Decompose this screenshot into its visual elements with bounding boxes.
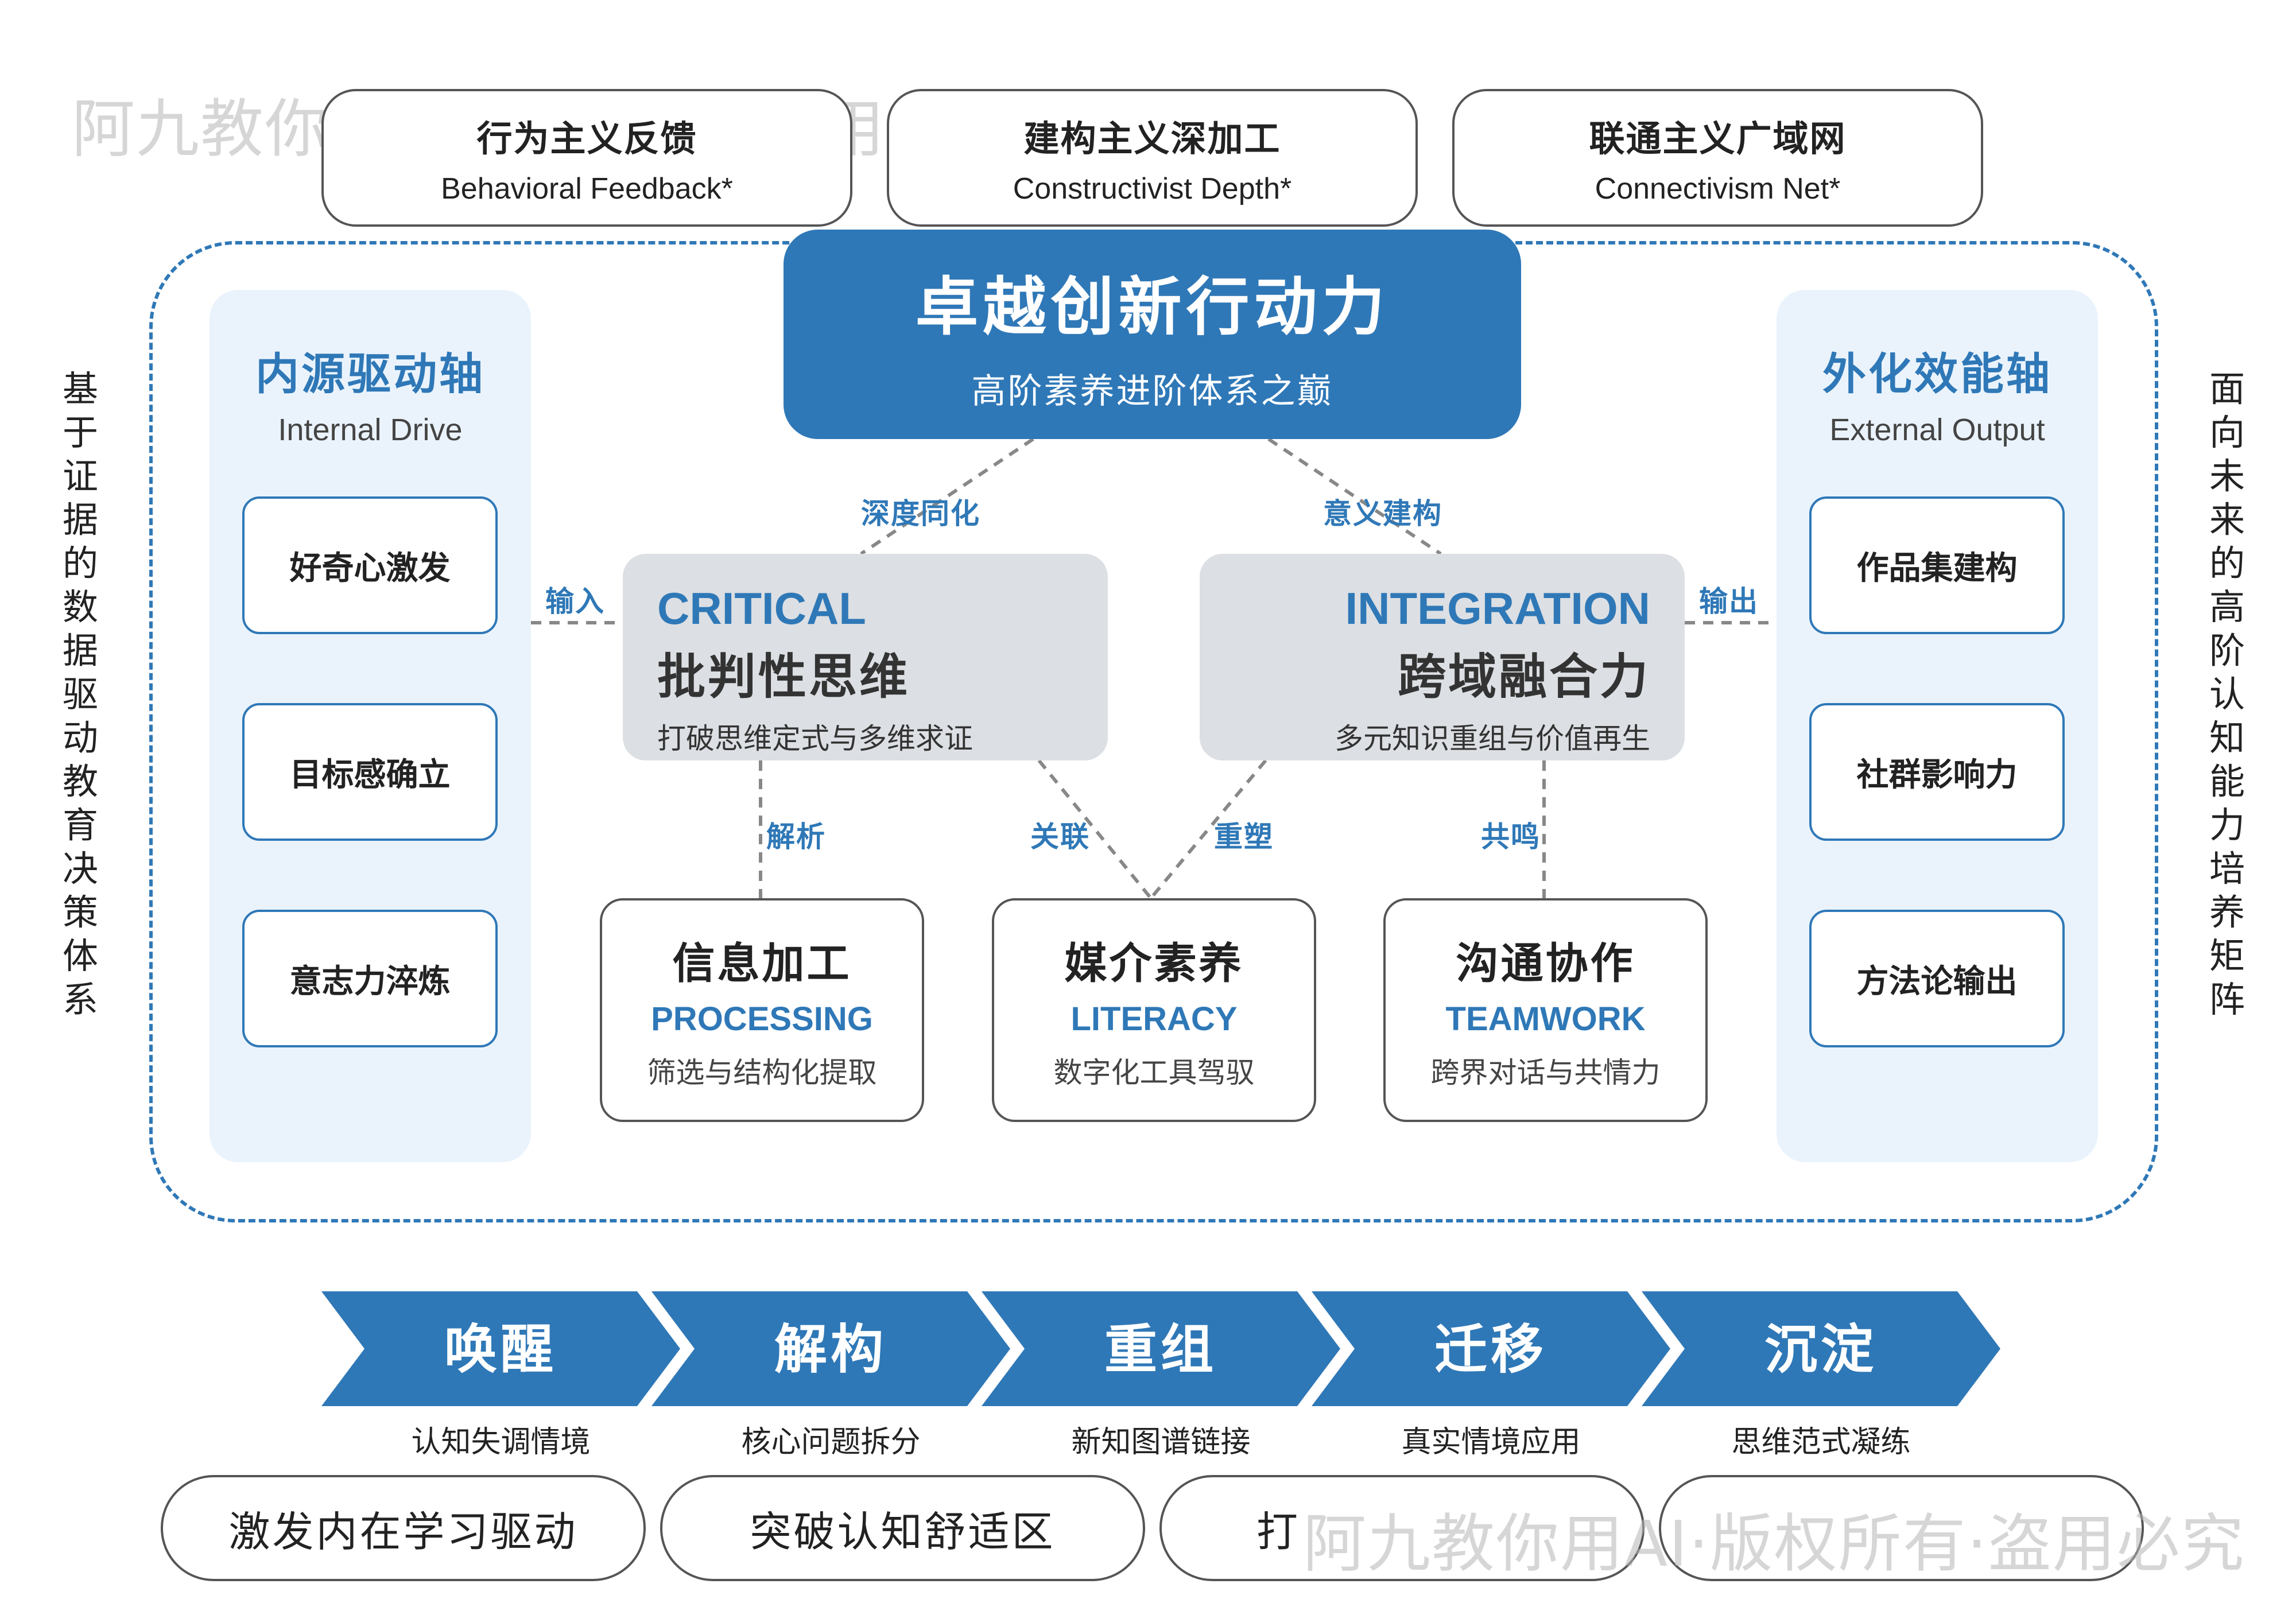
integration-en: INTEGRATION [1345, 583, 1650, 634]
skill-processing: 信息加工 PROCESSING 筛选与结构化提取 [600, 898, 924, 1122]
outcome-pill-4 [1659, 1475, 2144, 1581]
critical-zh: 批判性思维 [657, 649, 910, 705]
skill-processing-en: PROCESSING [651, 1000, 873, 1038]
line-reshape [1149, 759, 1267, 899]
label-association: 关联 [1030, 820, 1090, 853]
theory-connectivism-subtitle: Connectivism Net* [1595, 172, 1841, 205]
line-peak-critical [860, 437, 1034, 556]
theory-constructivist-title: 建构主义深加工 [1023, 118, 1281, 160]
integration-desc: 多元知识重组与价值再生 [1335, 722, 1650, 755]
outcome-pill-1: 激发内在学习驱动 [161, 1475, 646, 1581]
theory-constructivist-subtitle: Constructivist Depth* [1013, 172, 1292, 205]
internal-item-goal: 目标感确立 [242, 703, 498, 841]
internal-axis-title: 内源驱动轴 [255, 348, 485, 399]
skill-literacy-en: LITERACY [1071, 1000, 1238, 1038]
step-chevron-3 [982, 1291, 1340, 1406]
theory-behavioral-subtitle: Behavioral Feedback* [441, 172, 733, 205]
step-label-5: 沉淀 [1764, 1319, 1877, 1380]
outcome-pill-3: 打 [1159, 1475, 1645, 1581]
internal-item-willpower: 意志力淬炼 [242, 910, 498, 1047]
skill-teamwork-zh: 沟通协作 [1456, 939, 1635, 988]
outcome-pill-2: 突破认知舒适区 [660, 1475, 1145, 1581]
right-vertical-caption: 面向未来的高阶认知能力培养矩阵 [2209, 368, 2245, 1020]
skill-processing-desc: 筛选与结构化提取 [647, 1056, 877, 1089]
external-item-methodology: 方法论输出 [1809, 910, 2065, 1047]
peak-title: 卓越创新行动力 [915, 270, 1390, 344]
skill-literacy: 媒介素养 LITERACY 数字化工具驾驭 [992, 898, 1316, 1122]
skill-teamwork-en: TEAMWORK [1445, 1000, 1646, 1038]
skill-literacy-desc: 数字化工具驾驭 [1053, 1056, 1255, 1089]
external-item-portfolio: 作品集建构 [1809, 496, 2065, 634]
label-meaning-construction: 意义建构 [1323, 497, 1442, 530]
label-deep-assimilation: 深度同化 [861, 497, 980, 530]
label-reshape: 重塑 [1214, 820, 1274, 853]
step-caption-5: 思维范式凝练 [1731, 1425, 1911, 1460]
step-label-1: 唤醒 [444, 1319, 557, 1380]
step-caption-3: 新知图谱链接 [1071, 1425, 1251, 1460]
critical-desc: 打破思维定式与多维求证 [657, 722, 973, 755]
external-axis-panel: 外化效能轴 External Output 作品集建构 社群影响力 方法论输出 [1777, 290, 2098, 1162]
theory-connectivism-title: 联通主义广域网 [1589, 118, 1847, 160]
skill-literacy-zh: 媒介素养 [1064, 939, 1244, 988]
step-label-3: 重组 [1104, 1319, 1217, 1380]
peak-box: 卓越创新行动力 高阶素养进阶体系之巅 [784, 230, 1521, 439]
step-chevron-2 [651, 1291, 1010, 1406]
step-chevron-4 [1312, 1291, 1670, 1406]
peak-subtitle: 高阶素养进阶体系之巅 [971, 371, 1333, 412]
theory-behavioral: 行为主义反馈 Behavioral Feedback* [321, 89, 852, 227]
internal-axis-panel: 内源驱动轴 Internal Drive 好奇心激发 目标感确立 意志力淬炼 [210, 290, 531, 1162]
external-axis-title: 外化效能轴 [1822, 348, 2052, 399]
theory-behavioral-title: 行为主义反馈 [476, 118, 697, 160]
label-input: 输入 [545, 585, 605, 618]
connector-lines [531, 437, 1777, 899]
external-axis-subtitle: External Output [1829, 413, 2045, 447]
line-peak-integration [1267, 437, 1442, 556]
internal-item-curiosity: 好奇心激发 [242, 496, 498, 634]
skill-processing-zh: 信息加工 [672, 939, 852, 988]
step-chevron-5 [1642, 1291, 2000, 1406]
critical-box: CRITICAL 批判性思维 打破思维定式与多维求证 [623, 554, 1108, 760]
theory-connectivism: 联通主义广域网 Connectivism Net* [1452, 89, 1983, 227]
step-label-4: 迁移 [1434, 1319, 1547, 1380]
skill-teamwork: 沟通协作 TEAMWORK 跨界对话与共情力 [1383, 898, 1708, 1122]
integration-box: INTEGRATION 跨域融合力 多元知识重组与价值再生 [1200, 554, 1685, 760]
step-caption-4: 真实情境应用 [1401, 1425, 1581, 1460]
integration-zh: 跨域融合力 [1397, 649, 1650, 705]
line-association [1037, 759, 1153, 899]
step-chevron-1 [321, 1291, 680, 1406]
label-resonance: 共鸣 [1481, 820, 1541, 853]
label-output: 输出 [1699, 585, 1759, 618]
label-analysis: 解析 [766, 820, 826, 853]
step-caption-1: 认知失调情境 [411, 1425, 591, 1460]
internal-axis-subtitle: Internal Drive [278, 413, 463, 447]
left-vertical-caption: 基于证据的数据驱动教育决策体系 [62, 368, 98, 1020]
step-label-2: 解构 [774, 1319, 887, 1380]
external-item-community: 社群影响力 [1809, 703, 2065, 841]
skill-teamwork-desc: 跨界对话与共情力 [1430, 1056, 1661, 1089]
theory-constructivist: 建构主义深加工 Constructivist Depth* [887, 89, 1418, 227]
critical-en: CRITICAL [657, 583, 866, 634]
process-flow: 唤醒 解构 重组 迁移 沉淀 [321, 1291, 2000, 1406]
step-caption-2: 核心问题拆分 [741, 1425, 921, 1460]
